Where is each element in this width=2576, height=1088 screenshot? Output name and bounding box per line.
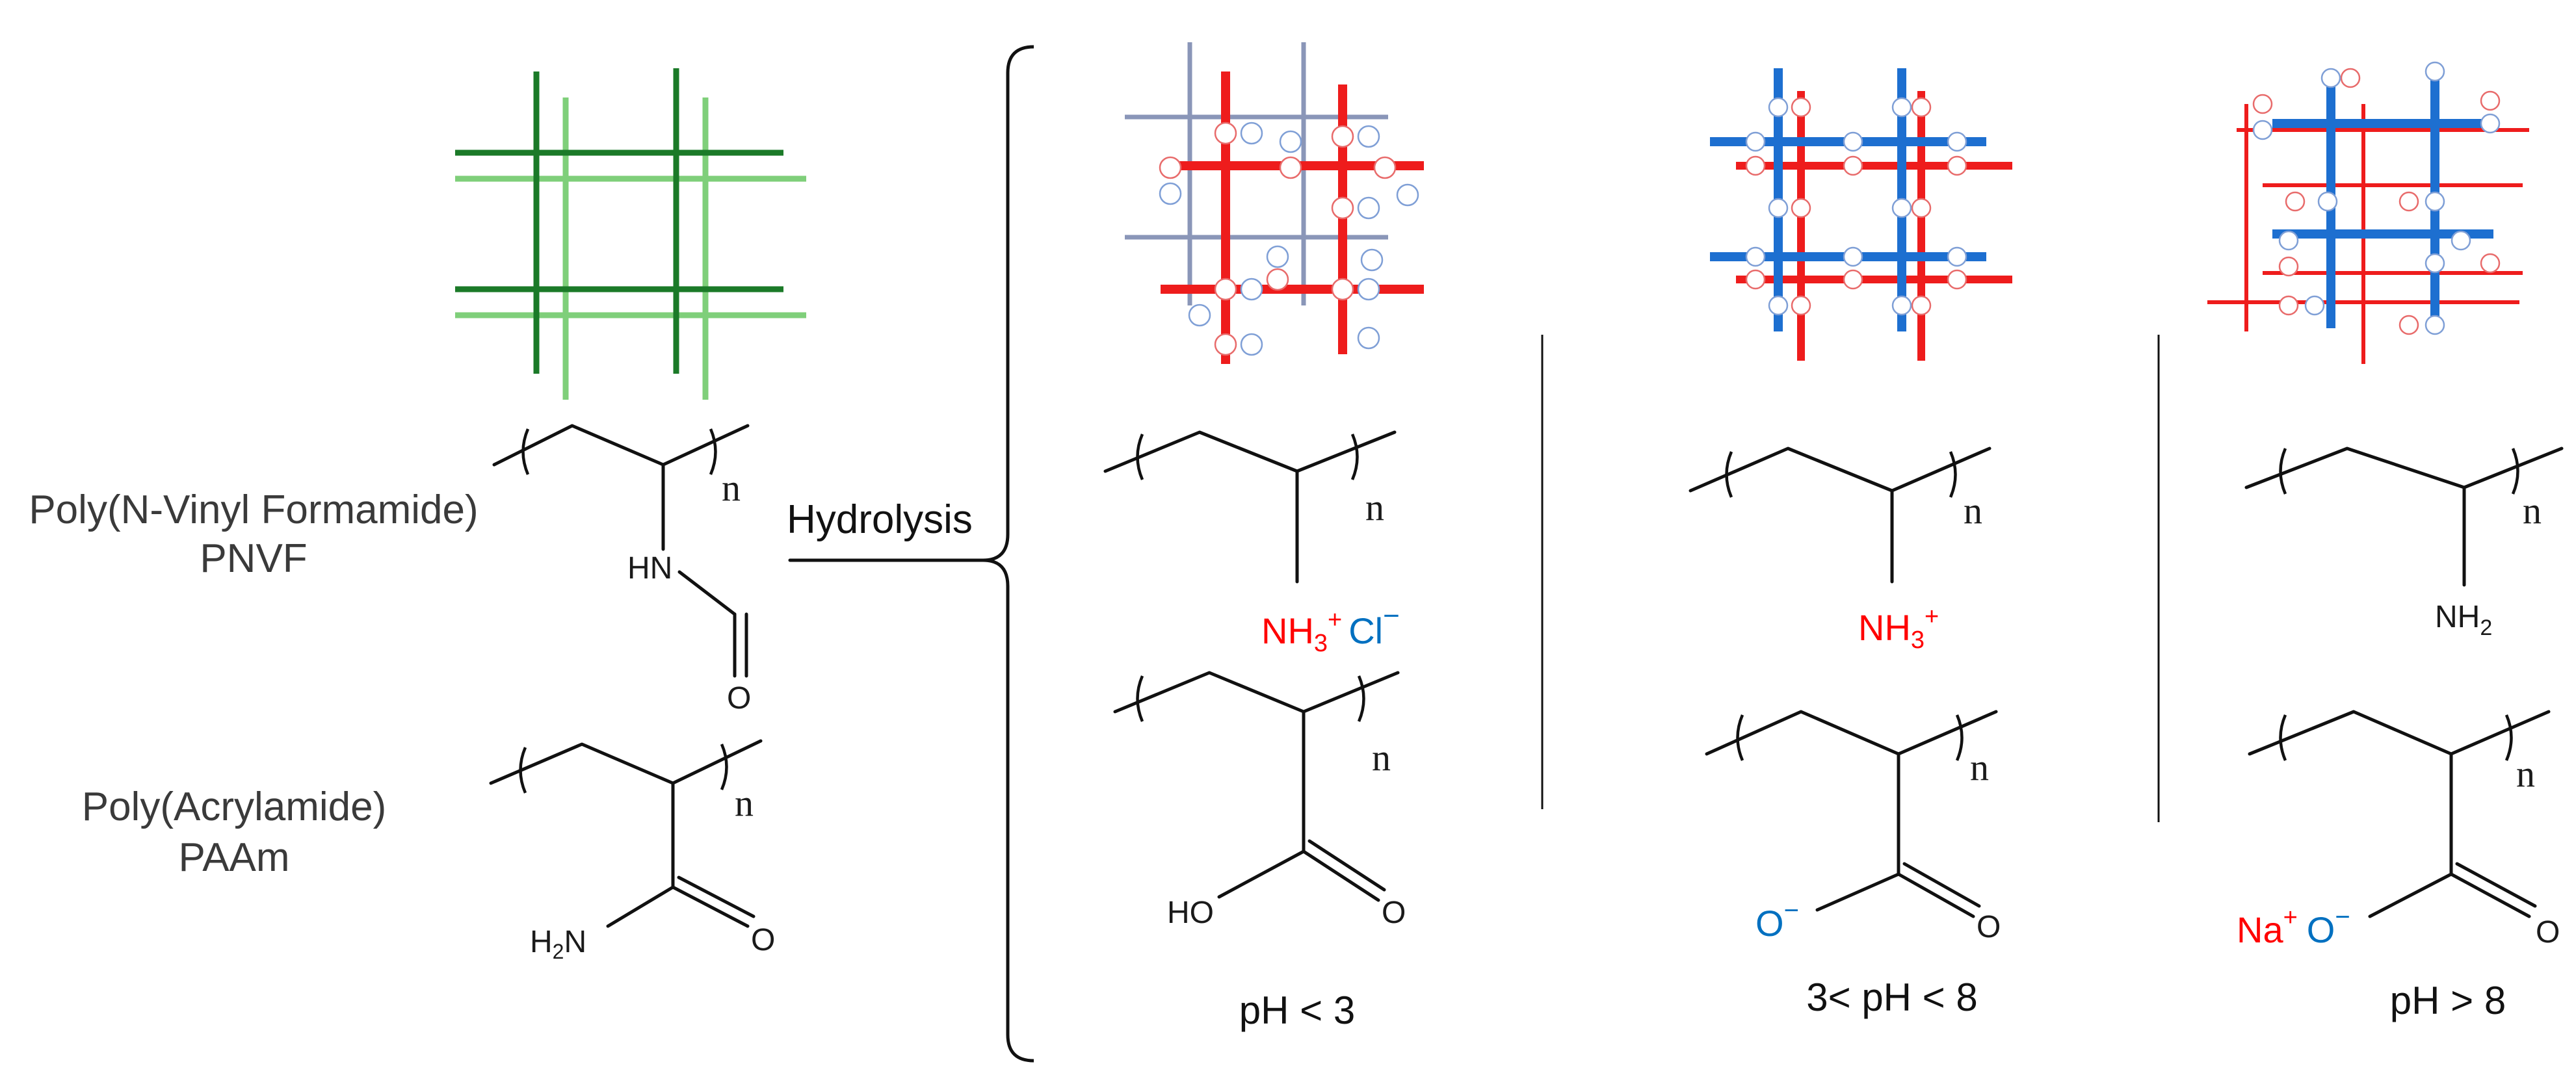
mid-carboxylate-structure: n O− O: [1705, 710, 2001, 944]
zwitterion-network-icon: [1710, 68, 2012, 361]
acid-ho-label: HO: [1167, 896, 1214, 930]
bracket: [982, 45, 1034, 1063]
base-counterion-label: Na+O−: [2237, 903, 2350, 950]
mid-amine-structure: n NH3+: [1689, 447, 1991, 654]
hydrolysis-label: Hydrolysis: [787, 497, 973, 542]
repeat-index-acid-amine: n: [1365, 486, 1384, 528]
acid-carboxyl-structure: n HO O: [1113, 671, 1406, 930]
pnvf-o-label: O: [727, 681, 751, 716]
repeat-index-paam: n: [735, 782, 754, 824]
pnvf-hn-label: HN: [627, 551, 672, 586]
repeat-index-mid-amine: n: [1964, 489, 1982, 532]
paam-name: Poly(Acrylamide): [82, 784, 387, 829]
repeat-index-acid-carboxyl: n: [1372, 736, 1391, 779]
repeat-index-pnvf: n: [722, 467, 741, 509]
base-amine-label: NH2: [2435, 600, 2492, 640]
acid-amine-label: NH3+Cl−: [1261, 600, 1400, 657]
repeat-index-mid-carboxyl: n: [1970, 746, 1989, 788]
paam-o-label: O: [751, 923, 775, 957]
base-o-label: O: [2536, 915, 2560, 950]
pnvf-name: Poly(N-Vinyl Formamide): [29, 487, 478, 532]
paam-structure: n H2N O: [489, 739, 775, 963]
acid-o-label: O: [1382, 896, 1406, 930]
paam-abbr: PAAm: [178, 835, 289, 880]
mid-amine-label: NH3+: [1858, 603, 1939, 654]
mid-o-label: O: [1977, 910, 2001, 944]
acid-amine-structure: n NH3+Cl−: [1103, 430, 1400, 657]
repeat-index-base-amine: n: [2523, 489, 2542, 532]
pnvf-abbr: PNVF: [200, 536, 307, 581]
base-amine-structure: n NH2: [2244, 447, 2564, 640]
mid-carboxylate-label: O−: [1755, 896, 1799, 944]
acidic-network-icon: [1125, 42, 1424, 364]
paam-nh2-label: H2N: [530, 925, 586, 963]
pnvf-structure: n HN O: [492, 424, 751, 716]
ph-label-acid: pH < 3: [1239, 989, 1355, 1032]
ph-label-base: pH > 8: [2390, 979, 2506, 1022]
ph-label-mid: 3< pH < 8: [1806, 976, 1978, 1019]
pnvf-network-icon: [455, 68, 806, 400]
repeat-index-base-carboxyl: n: [2516, 753, 2535, 795]
base-carboxylate-structure: n Na+O− O: [2237, 710, 2560, 950]
basic-network-icon: [2207, 61, 2529, 364]
